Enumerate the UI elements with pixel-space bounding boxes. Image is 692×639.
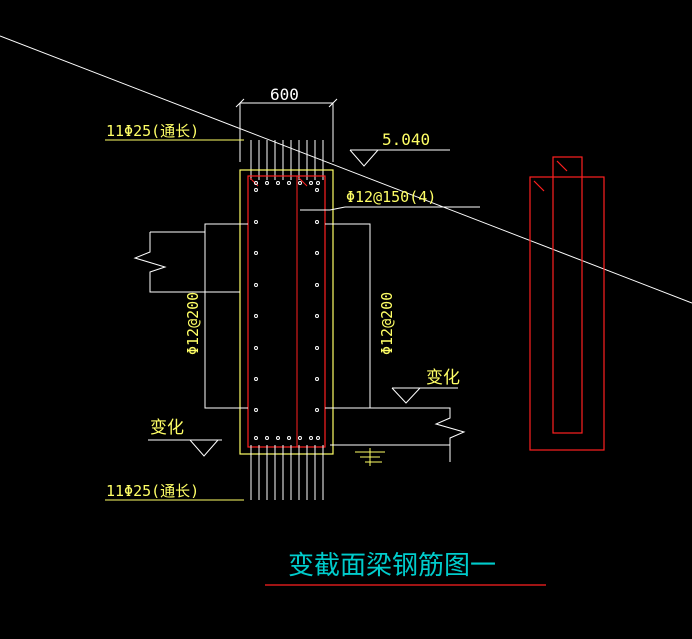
elevation-label: 5.040 xyxy=(382,130,430,149)
bottom-bars-bundle xyxy=(250,445,324,500)
change-marker-left xyxy=(148,439,222,457)
top-bars-label: 11Φ25(通长) xyxy=(106,122,199,140)
inner-stirrup xyxy=(296,175,326,448)
bottom-bar-dots xyxy=(254,436,320,440)
top-bar-dots xyxy=(254,181,320,185)
change-marker-right xyxy=(391,387,458,404)
side-bar-left-label: Φ12@200 xyxy=(184,292,202,355)
small-annotation-mark xyxy=(355,448,385,466)
bottom-bars-label: 11Φ25(通长) xyxy=(106,482,199,500)
right-slab-outline xyxy=(325,223,466,462)
stirrup-label: Φ12@150(4) xyxy=(346,188,436,206)
outer-stirrup xyxy=(247,175,326,448)
drawing-title: 变截面梁钢筋图一 xyxy=(288,551,496,581)
stirrup-leader xyxy=(300,206,480,211)
side-bar-dots xyxy=(254,188,319,412)
width-dimension-label: 600 xyxy=(270,85,299,104)
beam-concrete-outline xyxy=(239,169,334,455)
side-bar-right-label: Φ12@200 xyxy=(378,292,396,355)
width-dimension xyxy=(235,98,338,162)
change-right-label: 变化 xyxy=(426,368,460,388)
diagonal-reference-line xyxy=(0,35,692,304)
left-slab-outline xyxy=(133,223,248,409)
top-bars-bundle xyxy=(250,140,324,180)
elevation-marker xyxy=(349,149,450,167)
change-left-label: 变化 xyxy=(150,418,184,438)
right-section-detail xyxy=(529,156,605,451)
